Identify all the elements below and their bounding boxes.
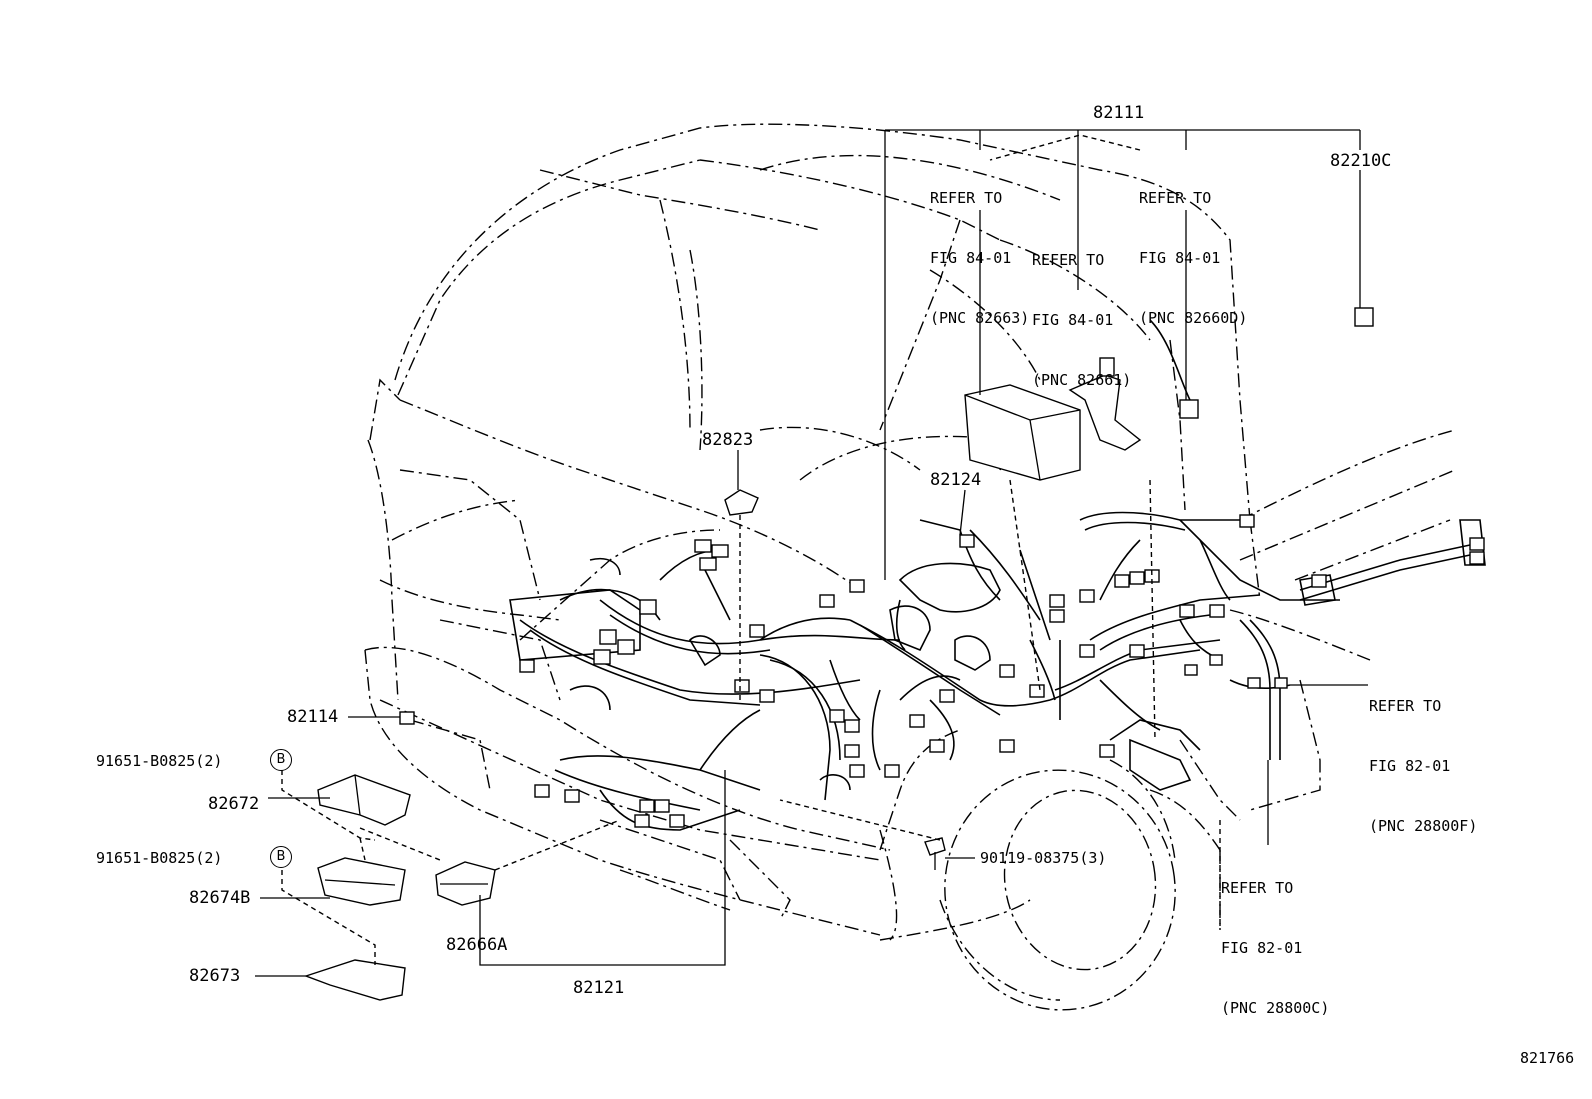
bolt-90119 [924,837,946,870]
ref-line-2: FIG 84-01 [1139,249,1221,267]
ref-line-3: (PNC 82660D) [1139,309,1248,327]
reference-note-82660D: REFER TO FIG 84-01 (PNC 82660D) [1139,148,1247,348]
case-82674B [317,857,406,906]
reference-note-28800F: REFER TO FIG 82-01 (PNC 28800F) [1369,656,1477,856]
ref-line-2: FIG 82-01 [1369,757,1451,775]
label-90119: 90119-08375(3) [980,849,1107,867]
label-82210C: 82210C [1330,151,1392,171]
front-body-outline [364,529,1221,941]
connectors [399,307,1485,828]
bracket-82661 [1068,357,1142,451]
reference-note-82663: REFER TO FIG 84-01 (PNC 82663) [930,148,1029,348]
callout-badge-b-upper: B [270,749,292,771]
engine-harness [509,319,1486,831]
front-wheel [939,759,1176,1011]
ref-line-1: REFER TO [1369,697,1442,715]
ecu-82672 [317,774,411,826]
ref-line-1: REFER TO [1221,879,1294,897]
label-91651-upper: 91651-B0825(2) [96,752,223,770]
ref-line-1: REFER TO [1139,189,1212,207]
reference-note-82661: REFER TO FIG 84-01 (PNC 82661) [1032,210,1131,410]
ref-line-2: FIG 82-01 [1221,939,1303,957]
callout-badge-b-lower: B [270,846,292,868]
ref-line-3: (PNC 28800F) [1369,817,1478,835]
label-82823: 82823 [702,430,754,450]
reference-note-28800C: REFER TO FIG 82-01 (PNC 28800C) [1221,838,1329,1038]
label-82124: 82124 [930,470,982,490]
connector-82666A [435,861,496,906]
label-82672: 82672 [208,794,260,814]
assembly-lines [281,134,1221,965]
cab-outline [367,123,1456,821]
sensor-82823 [724,489,759,516]
ref-line-1: REFER TO [930,189,1003,207]
ref-line-3: (PNC 82661) [1032,371,1132,389]
ref-line-2: FIG 84-01 [1032,311,1114,329]
label-82674B: 82674B [189,888,251,908]
label-82111: 82111 [1093,103,1145,123]
ref-line-3: (PNC 28800C) [1221,999,1330,1017]
label-82114: 82114 [287,707,339,727]
bracket-82673 [303,959,406,1001]
label-82121: 82121 [573,978,625,998]
ref-line-1: REFER TO [1032,251,1105,269]
label-82673: 82673 [189,966,241,986]
leader-lines [255,129,1368,977]
ref-line-2: FIG 84-01 [930,249,1012,267]
ref-line-3: (PNC 82663) [930,309,1030,327]
figure-number: 821766 [1520,1049,1575,1067]
label-82666A: 82666A [446,935,508,955]
label-91651-lower: 91651-B0825(2) [96,849,223,867]
relay-box-82663 [964,384,1081,481]
